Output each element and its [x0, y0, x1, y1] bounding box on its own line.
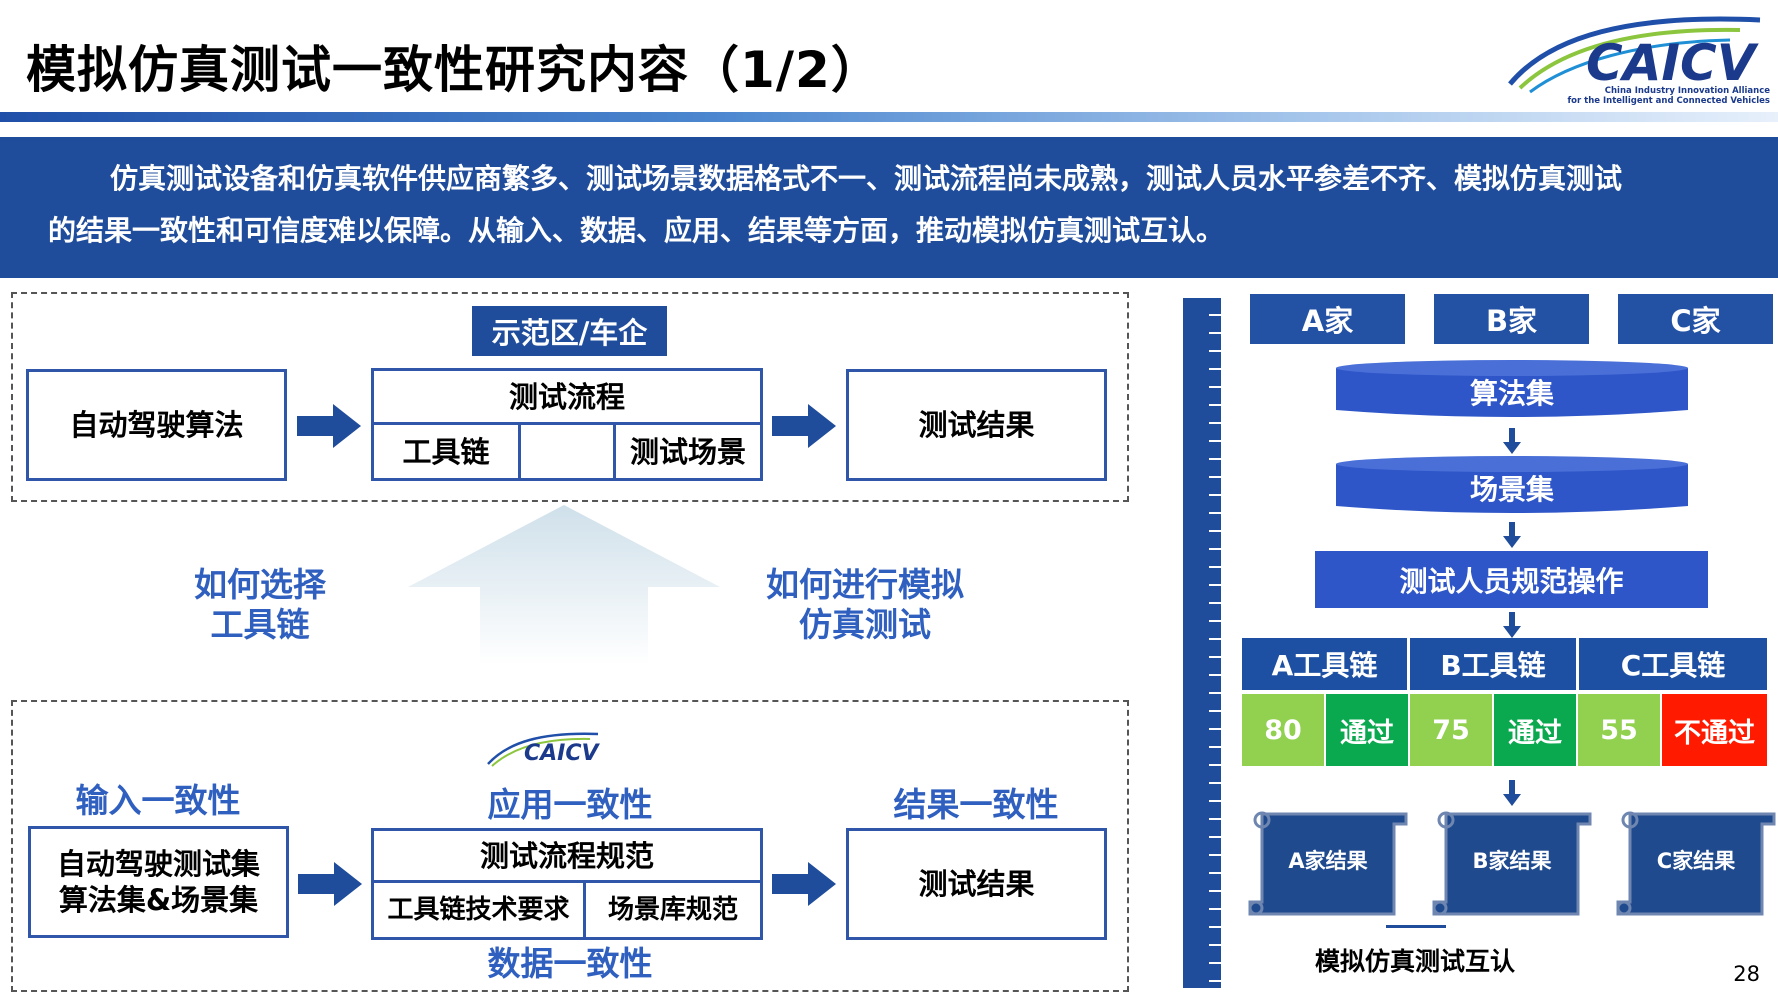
conclusion-label: 模拟仿真测试互认: [1314, 947, 1515, 976]
toolchain-box: 工具链: [371, 422, 521, 481]
header-divider: [0, 112, 1778, 122]
input-title: 输入一致性: [75, 781, 241, 820]
score-b: 75: [1410, 694, 1492, 766]
status-c: 不通过: [1662, 694, 1767, 766]
company-c: C家: [1618, 294, 1773, 344]
score-a: 80: [1242, 694, 1324, 766]
arrow-down-icon: [1503, 612, 1521, 638]
arrow-down-icon: [1503, 428, 1521, 454]
up-arrow-icon: [408, 505, 720, 665]
tag-label: 示范区/车企: [472, 306, 667, 356]
arrow-right-icon: [298, 862, 362, 906]
page-number: 28: [1733, 962, 1760, 986]
toolchain-a: A工具链: [1242, 638, 1407, 690]
result-a: A家结果: [1288, 849, 1368, 873]
algorithm-set-cylinder: [1336, 360, 1688, 417]
logo-text: CAICV: [1586, 34, 1759, 92]
process-divider: [371, 422, 763, 425]
input-box: 自动驾驶测试集 算法集&场景集: [28, 826, 289, 938]
scenario-box: 测试场景: [613, 422, 763, 481]
company-a: A家: [1250, 294, 1405, 344]
scroll-icon-c: [1616, 811, 1776, 916]
scroll-icon-b: [1432, 811, 1592, 916]
caicv-logo-small: CAICV: [487, 732, 601, 767]
score-c: 55: [1578, 694, 1660, 766]
algorithm-set-label: 算法集: [1469, 377, 1554, 410]
scroll-icon-a: [1248, 811, 1408, 916]
process-label: 测试流程: [508, 380, 625, 414]
result-c: C家结果: [1656, 849, 1736, 873]
right-question: 如何进行模拟 仿真测试: [766, 565, 964, 644]
status-b: 通过: [1494, 694, 1576, 766]
bottom-result-box: 测试结果: [846, 828, 1107, 940]
scene-set-label: 场景集: [1469, 473, 1554, 506]
bottom-panel: [11, 700, 1129, 992]
status-a: 通过: [1326, 694, 1408, 766]
arrow-down-icon: [1503, 522, 1521, 548]
arrow-down-icon: [1503, 780, 1521, 806]
algorithm-box: 自动驾驶算法: [26, 369, 287, 481]
arrow-right-icon: [297, 404, 361, 448]
top-result-box: 测试结果: [846, 369, 1107, 481]
application-title: 应用一致性: [487, 785, 653, 824]
results-connector: [1386, 918, 1446, 928]
data-title: 数据一致性: [487, 944, 653, 983]
intro-banner: 仿真测试设备和仿真软件供应商繁多、测试场景数据格式不一、测试流程尚未成熟，测试人…: [0, 137, 1778, 278]
result-title: 结果一致性: [893, 785, 1059, 824]
scene-library-box: 场景库规范: [583, 880, 763, 940]
svg-text:CAICV: CAICV: [524, 741, 601, 766]
vertical-ruler: [1183, 298, 1221, 988]
logo-subtitle: China Industry Innovation Alliance for t…: [1567, 86, 1770, 106]
spec-label: 测试流程规范: [479, 839, 654, 873]
left-question: 如何选择 工具链: [194, 565, 326, 644]
arrow-right-icon: [772, 862, 836, 906]
arrow-right-icon: [772, 404, 836, 448]
caicv-logo: CAICV: [1508, 16, 1761, 94]
scene-set-cylinder: [1336, 456, 1688, 513]
company-b: B家: [1434, 294, 1589, 344]
tool-requirement-box: 工具链技术要求: [371, 880, 586, 940]
toolchain-b: B工具链: [1410, 638, 1576, 690]
toolchain-c: C工具链: [1579, 638, 1767, 690]
result-b: B家结果: [1472, 849, 1552, 873]
page-title: 模拟仿真测试一致性研究内容（1/2）: [26, 41, 882, 99]
operation-box: 测试人员规范操作: [1315, 551, 1708, 608]
top-panel: [11, 292, 1129, 502]
